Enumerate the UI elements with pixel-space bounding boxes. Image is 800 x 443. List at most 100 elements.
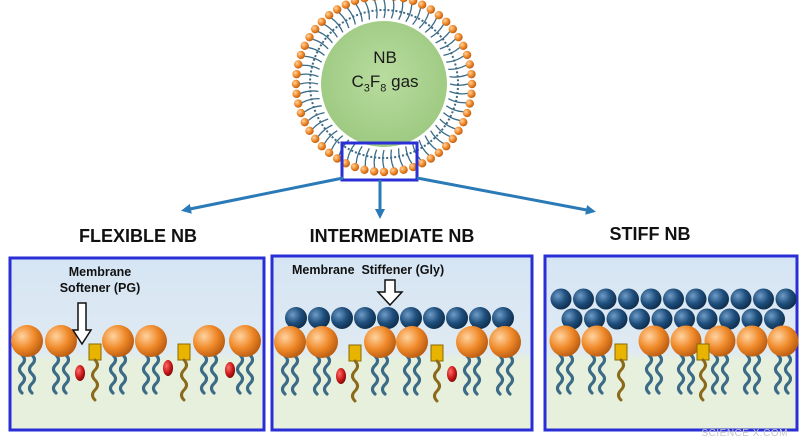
stiffener-molecule (400, 307, 422, 329)
lipid-tail (742, 353, 752, 395)
lipid-head (341, 159, 351, 168)
stiffener-molecule (719, 308, 740, 330)
lipid-head (459, 41, 468, 51)
lipid-head (341, 0, 351, 9)
lipid-tail (373, 0, 378, 19)
lipid-tail (418, 139, 430, 156)
lipid-head (426, 5, 436, 14)
pg-tail (180, 358, 188, 402)
lipid-tail (290, 354, 300, 396)
lipid-head (399, 165, 408, 174)
stiffener-arrow-icon (376, 279, 404, 307)
lipid-head (229, 325, 261, 357)
lipid-tail (405, 4, 413, 23)
lipid-tail (424, 18, 437, 33)
lipid-tail (51, 353, 61, 395)
lipid-head (426, 154, 436, 163)
lipid-tail (449, 73, 468, 78)
lipid-head (408, 0, 418, 6)
lipid-head (294, 99, 303, 108)
bubble-lipid-tails (299, 0, 469, 169)
pg-head (696, 343, 710, 361)
lipid-tail (61, 353, 71, 395)
lipid-tail (449, 83, 469, 86)
lipid-head (454, 126, 463, 136)
lipid-head (549, 325, 581, 357)
lipid-tail (364, 148, 370, 166)
lipid-head (360, 165, 369, 174)
stiffener-molecule (629, 308, 650, 330)
stiffener-molecule (618, 288, 639, 310)
lipid-head (467, 79, 477, 89)
lipid-head (135, 325, 167, 357)
lipid-tail (312, 118, 329, 130)
lipid-head (350, 162, 360, 172)
lipid-tail (555, 353, 565, 395)
lipid-tail (443, 112, 460, 122)
lipid-head (300, 41, 309, 51)
lipid-tail (439, 38, 456, 50)
lipid-tail (472, 354, 482, 396)
lipid-tail (17, 353, 27, 395)
lipid-tail (597, 353, 607, 395)
lipid-tail (308, 46, 325, 56)
stiffener-molecule (308, 307, 330, 329)
stiffener-annotation: Membrane Stiffener (Gly) (292, 263, 445, 277)
lipid-tail (405, 146, 413, 164)
lipid-tail (411, 143, 421, 161)
lipid-head (581, 325, 613, 357)
stiffener-molecule (708, 288, 729, 310)
lipid-tail (449, 90, 468, 95)
lipid-head (360, 0, 369, 3)
stiffener-molecule (685, 288, 707, 310)
pg-tail (699, 358, 707, 402)
lipid-tail (412, 354, 422, 396)
lipid-head (332, 154, 342, 163)
lipid-head (399, 0, 408, 3)
lipid-tail (383, 0, 386, 19)
lipid-tail (448, 98, 466, 104)
lipid-head (456, 326, 488, 358)
stiffener-molecule (561, 308, 583, 330)
lipid-head (305, 32, 314, 42)
lipid-tail (373, 149, 378, 168)
bubble-lipid-heads (291, 0, 477, 177)
pg-head (348, 344, 362, 362)
lipid-head (379, 167, 389, 177)
softener-molecule (225, 362, 235, 378)
stiffener-molecule (584, 308, 605, 330)
lipid-tail (331, 17, 344, 33)
lipid-tail (390, 149, 395, 168)
lipid-tail (355, 145, 363, 164)
lipid-tail (439, 118, 456, 130)
lipid-head (442, 17, 451, 26)
lipid-head (417, 159, 427, 168)
lipid-tail (390, 0, 395, 19)
lipid-tail (245, 353, 255, 395)
lipid-head (296, 50, 306, 60)
lipid-head (317, 17, 326, 26)
lipid-tail (324, 130, 338, 144)
panel-intermediate (270, 254, 534, 432)
pg-head (88, 343, 102, 361)
lipid-head (317, 142, 326, 151)
lipid-head (310, 134, 320, 144)
nanobubble (291, 0, 477, 177)
lipid-head (467, 89, 476, 99)
pg-head (177, 343, 191, 361)
lipid-head (45, 325, 77, 357)
lipid-head (324, 148, 334, 158)
stiffener-molecule (595, 288, 617, 310)
lipid-head (305, 126, 314, 136)
lipid-tail (302, 64, 320, 70)
bubble-gas-label: C3F8 gas (351, 72, 419, 95)
lipid-head (193, 325, 225, 357)
softener-molecule (336, 368, 346, 384)
lipid-tail (495, 354, 505, 396)
lipid-head (704, 325, 736, 357)
pg-head (614, 343, 628, 361)
lipid-tail (370, 354, 380, 396)
lipid-tail (304, 105, 322, 113)
lipid-tail (331, 135, 344, 150)
lipid-head (462, 108, 472, 118)
